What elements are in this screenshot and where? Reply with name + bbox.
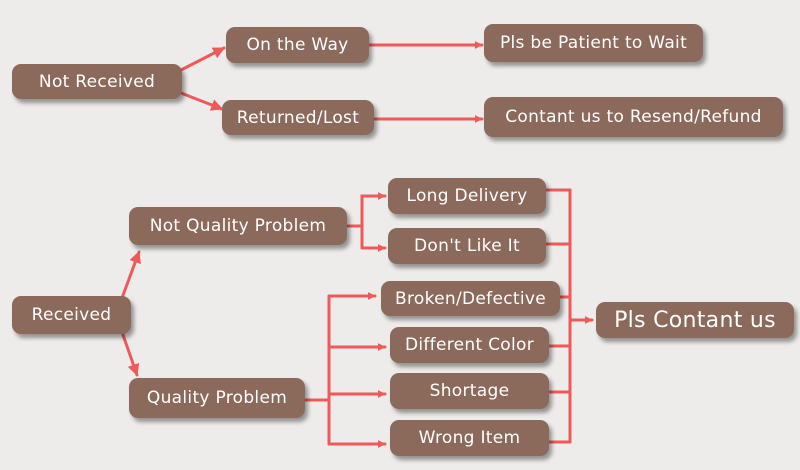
edge-received-notquality — [120, 250, 141, 300]
node-not-received: Not Received — [12, 64, 182, 99]
edge-notreceived-returned — [179, 91, 224, 111]
node-pls-be-patient: Pls be Patient to Wait — [484, 24, 703, 62]
edge-received-quality — [120, 330, 140, 377]
edge-notreceived-ontheway — [179, 46, 226, 72]
node-received: Received — [12, 296, 131, 334]
edge-notquality-bracket — [346, 192, 387, 228]
node-not-quality-problem: Not Quality Problem — [129, 207, 347, 245]
node-long-delivery: Long Delivery — [388, 178, 546, 214]
node-on-the-way: On the Way — [226, 27, 369, 63]
node-contact-resend: Contant us to Resend/Refund — [484, 97, 783, 137]
node-returned-lost: Returned/Lost — [222, 100, 374, 135]
node-quality-problem: Quality Problem — [129, 378, 305, 418]
node-broken-defective: Broken/Defective — [381, 281, 560, 316]
node-different-color: Different Color — [390, 327, 549, 363]
node-shortage: Shortage — [390, 373, 549, 409]
node-dont-like-it: Don't Like It — [388, 228, 546, 264]
node-pls-contact-us: Pls Contant us — [596, 302, 794, 338]
node-wrong-item: Wrong Item — [390, 420, 549, 456]
